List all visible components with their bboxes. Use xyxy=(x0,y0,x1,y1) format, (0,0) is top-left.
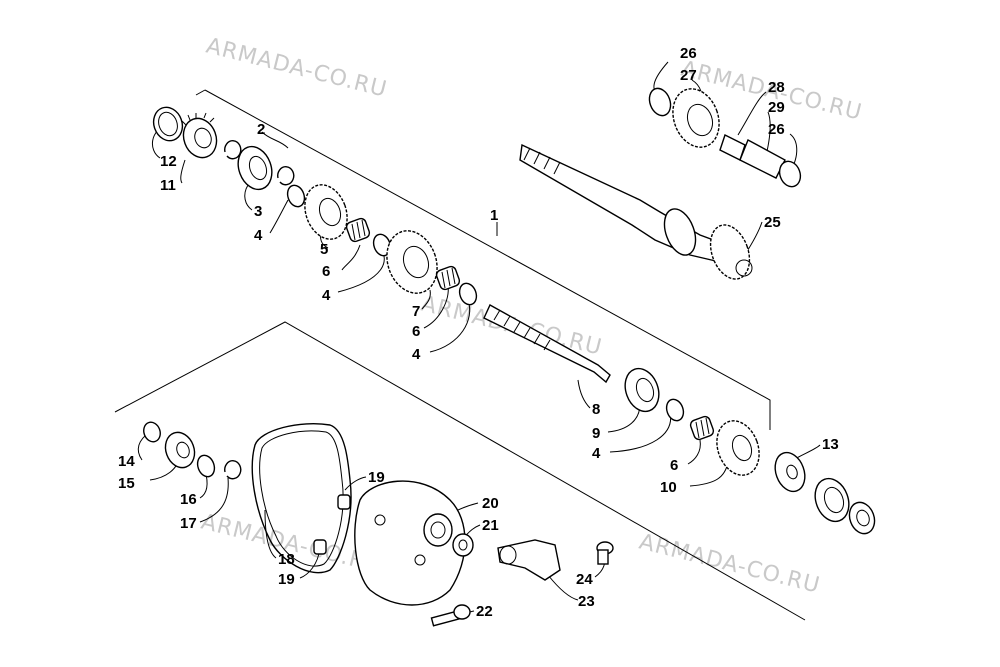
dowel-pin-19 xyxy=(337,494,351,510)
washer-4b xyxy=(372,233,392,257)
shaft-8 xyxy=(483,304,611,384)
speed-sensor-23 xyxy=(497,539,561,581)
cover-group-bracket-line xyxy=(114,321,806,621)
needle-bearing-6 xyxy=(345,217,371,243)
callout-13: 13 xyxy=(822,436,839,453)
hub-9 xyxy=(624,367,660,413)
callout-9: 9 xyxy=(592,425,600,442)
assembly-bracket-tick xyxy=(195,89,206,96)
callout-27: 27 xyxy=(680,67,697,84)
gasket-18 xyxy=(251,423,352,574)
bolt-24 xyxy=(596,541,614,565)
washer-13 xyxy=(774,451,806,493)
gear-5 xyxy=(304,184,348,240)
callout-4: 4 xyxy=(412,346,421,363)
callout-12: 12 xyxy=(160,153,177,170)
callout-26: 26 xyxy=(768,121,785,138)
washer-16 xyxy=(196,454,216,478)
callout-25: 25 xyxy=(764,214,781,231)
assembly-bracket-line xyxy=(204,89,771,430)
callout-18: 18 xyxy=(278,551,295,568)
callout-14: 14 xyxy=(118,453,135,470)
washer-4c xyxy=(458,282,478,306)
callout-24: 24 xyxy=(576,571,593,588)
callout-5: 5 xyxy=(320,241,328,258)
snap-ring-12 xyxy=(152,106,184,142)
callout-6: 6 xyxy=(322,263,330,280)
snap-ring-14 xyxy=(143,421,161,443)
callout-6: 6 xyxy=(670,457,678,474)
gear-27 xyxy=(672,88,720,148)
gear-11 xyxy=(181,112,218,159)
needle-bearing-6c xyxy=(689,415,715,441)
cover-20 xyxy=(354,480,466,606)
shaft-25 xyxy=(519,143,753,280)
hub-15 xyxy=(164,431,196,469)
callout-17: 17 xyxy=(180,515,197,532)
callout-1: 1 xyxy=(490,207,498,224)
snap-ring-26b xyxy=(778,160,802,188)
callout-22: 22 xyxy=(476,603,493,620)
dowel-pin-19b xyxy=(313,539,327,555)
callout-10: 10 xyxy=(660,479,677,496)
callout-15: 15 xyxy=(118,475,135,492)
callout-20: 20 xyxy=(482,495,499,512)
small-bearing xyxy=(848,501,876,535)
watermarks: ARMADA-CO.RU ARMADA-CO.RU ARMADA-CO.RU A… xyxy=(199,34,865,599)
callout-19: 19 xyxy=(368,469,385,486)
gear-10 xyxy=(716,420,760,476)
callout-26: 26 xyxy=(680,45,697,62)
needle-bearing-6b xyxy=(435,265,461,291)
callout-6: 6 xyxy=(412,323,420,340)
washer-4 xyxy=(286,184,306,208)
bolt-22 xyxy=(430,604,471,627)
oil-seal-21 xyxy=(452,533,474,557)
callout-29: 29 xyxy=(768,99,785,116)
sleeve-29 xyxy=(739,139,786,179)
parts xyxy=(143,87,876,627)
callout-28: 28 xyxy=(768,79,785,96)
callout-4: 4 xyxy=(592,445,601,462)
watermark-text: ARMADA-CO.RU xyxy=(204,34,390,103)
washer-4d xyxy=(665,398,685,422)
callout-16: 16 xyxy=(180,491,197,508)
leader-lines xyxy=(137,61,821,619)
callout-8: 8 xyxy=(592,401,600,418)
callout-23: 23 xyxy=(578,593,595,610)
callout-3: 3 xyxy=(254,203,262,220)
clip-2 xyxy=(224,140,242,160)
callout-7: 7 xyxy=(412,303,420,320)
snap-ring-26 xyxy=(648,87,672,117)
callout-21: 21 xyxy=(482,517,499,534)
callout-2: 2 xyxy=(257,121,265,138)
clip-2b xyxy=(277,166,295,186)
gear-7 xyxy=(386,230,438,294)
clip-17 xyxy=(224,460,242,480)
callout-4: 4 xyxy=(322,287,331,304)
callout-4: 4 xyxy=(254,227,263,244)
callout-11: 11 xyxy=(160,177,176,194)
hub-3 xyxy=(237,145,273,191)
ball-bearing xyxy=(814,477,850,523)
callout-labels: 1 2 3 4 5 6 4 7 6 4 8 9 4 6 10 12 11 13 … xyxy=(118,45,839,620)
callout-19: 19 xyxy=(278,571,295,588)
